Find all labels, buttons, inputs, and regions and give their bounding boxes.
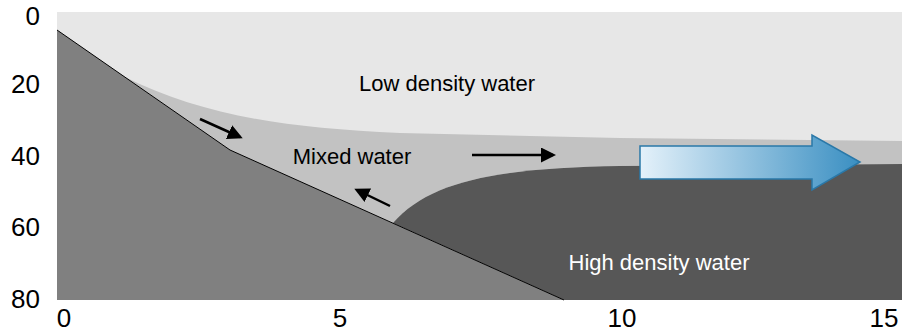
flow-arrow [200,119,240,137]
flow-arrow [357,190,390,206]
low-density-region [57,12,902,300]
slope-line [57,30,564,300]
axis-tick-label: 40 [11,143,40,169]
region-label: Mixed water [293,146,412,168]
flow-arrow [472,154,553,157]
axis-tick-label: 0 [26,3,40,29]
region-label: High density water [569,252,750,274]
axis-tick-label: 80 [11,286,40,312]
region-label: Low density water [359,73,535,95]
axis-tick-label: 15 [870,305,899,331]
outflow-arrow [640,135,860,190]
axis-tick-label: 0 [57,305,71,331]
axis-tick-label: 20 [11,71,40,97]
seabed-slope [57,30,564,300]
axis-tick-label: 60 [11,214,40,240]
axis-tick-label: 5 [333,305,347,331]
axis-tick-label: 10 [608,305,637,331]
